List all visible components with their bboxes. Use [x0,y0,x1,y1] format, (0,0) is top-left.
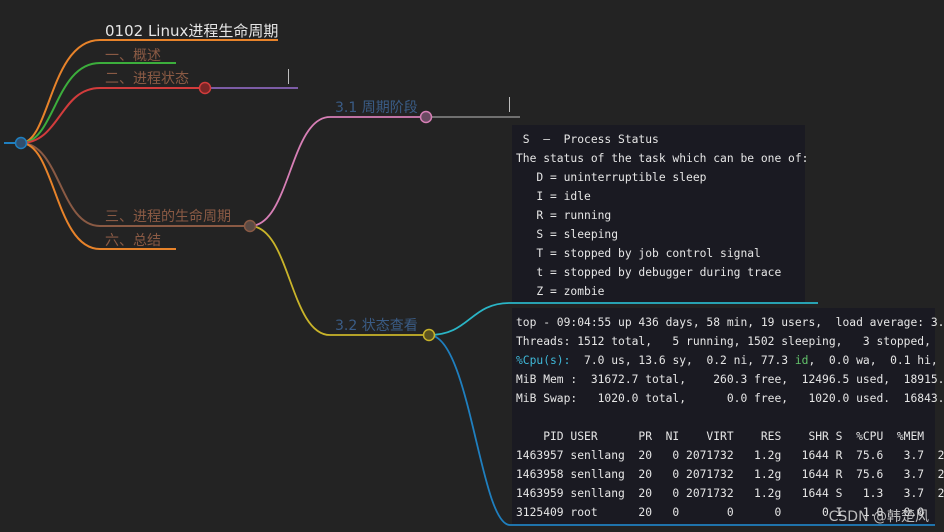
mindmap-title[interactable]: 0102 Linux进程生命周期 [105,22,279,40]
edge-view [249,225,429,336]
ps-line: D = uninterruptible sleep [516,171,707,184]
top-output-image[interactable]: top - 09:04:55 up 436 days, 58 min, 19 u… [512,308,944,524]
edge-phase [249,116,426,227]
top-swap-line: MiB Swap: 1020.0 total, 0.0 free, 1020.0… [516,392,944,405]
ps-line: R = running [516,209,612,222]
cpu-label: %Cpu(s): [516,354,571,367]
topic-view[interactable]: 3.2 状态查看 [335,318,418,334]
table-row: 1463958 senllang 20 0 2071732 1.2g 1644 … [516,468,944,481]
cpu-id-label: id [794,354,809,367]
topic-overview[interactable]: 一、概述 [105,48,161,64]
edge-view-top-image [428,334,935,526]
table-row: 3125409 root 20 0 0 0 0 I 1.0 0.0 [516,506,925,519]
edge-overview [20,62,176,144]
csdn-watermark: CSDN @韩楚风 [828,509,929,525]
phase-node-dot[interactable] [419,110,433,124]
top-mem-line: MiB Mem : 31672.7 total, 260.3 free, 124… [516,373,944,386]
edge-lifecycle [20,142,250,227]
edge-view-status-image [428,302,818,336]
top-table-header: PID USER PR NI VIRT RES SHR S %CPU %MEM [516,430,925,443]
top-summary-line: top - 09:04:55 up 436 days, 58 min, 19 u… [516,316,944,329]
cpu-values-b: , 0.0 wa, 0.1 hi, [808,354,938,367]
edge-title [20,39,278,144]
ps-line: S = sleeping [516,228,619,241]
topic-summary[interactable]: 六、总结 [105,233,161,249]
lifecycle-node-dot[interactable] [243,219,257,233]
text-cursor [288,69,289,84]
root-node-dot[interactable] [14,136,28,150]
table-row: 1463959 senllang 20 0 2071732 1.2g 1644 … [516,487,944,500]
ps-line: S — Process Status [516,133,659,146]
process-status-image[interactable]: S — Process Status The status of the tas… [512,125,809,302]
ps-line: T = stopped by job control signal [516,247,761,260]
topic-phase[interactable]: 3.1 周期阶段 [335,100,418,116]
states-node-dot[interactable] [198,81,212,95]
edge-summary [20,142,176,250]
ps-line: I = idle [516,190,591,203]
view-node-dot[interactable] [422,328,436,342]
edge-states [20,87,205,144]
topic-lifecycle[interactable]: 三、进程的生命周期 [105,209,231,225]
cpu-values-a: 7.0 us, 13.6 sy, 0.2 ni, 77.3 [570,354,795,367]
top-cpu-line: %Cpu(s): 7.0 us, 13.6 sy, 0.2 ni, 77.3 i… [516,351,938,370]
topic-process-states[interactable]: 二、进程状态 [105,71,189,87]
ps-line: t = stopped by debugger during trace [516,266,782,279]
text-cursor-2 [509,97,510,112]
top-threads-line: Threads: 1512 total, 5 running, 1502 sle… [516,335,931,348]
ps-line: Z = zombie [516,285,605,298]
table-row: 1463957 senllang 20 0 2071732 1.2g 1644 … [516,449,944,462]
ps-line: The status of the task which can be one … [516,152,809,165]
